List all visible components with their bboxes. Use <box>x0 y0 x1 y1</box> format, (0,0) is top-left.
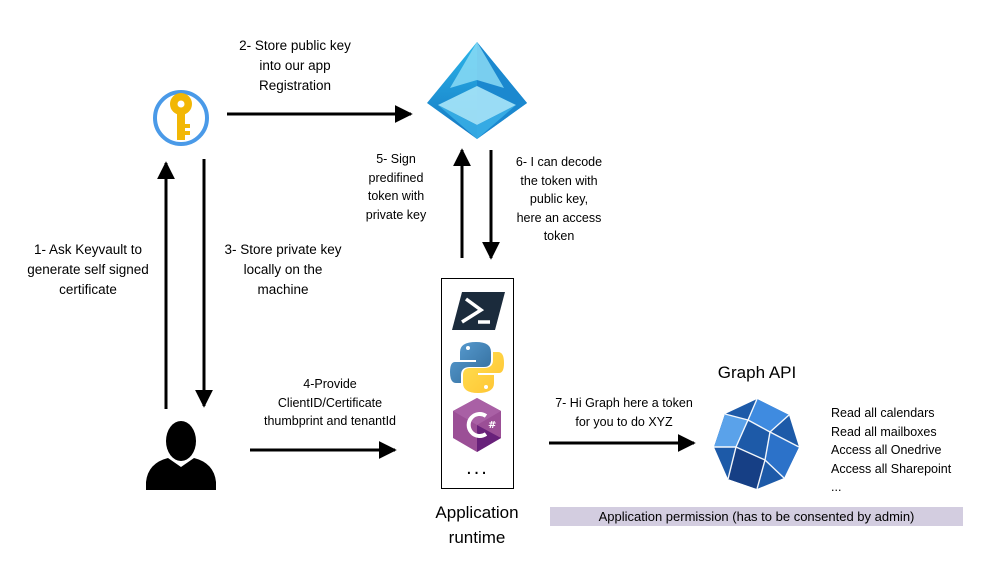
permission-banner: Application permission (has to be consen… <box>550 507 963 526</box>
application-runtime-box <box>441 278 514 489</box>
permission-item: Read all mailboxes <box>831 424 937 439</box>
user-icon <box>146 421 216 490</box>
permission-list: Read all calendars Read all mailboxes Ac… <box>831 404 951 497</box>
azure-ad-icon <box>427 42 527 139</box>
python-icon <box>450 342 504 393</box>
graph-api-title: Graph API <box>717 363 797 382</box>
runtime-ellipsis: ... <box>466 457 489 479</box>
keyvault-icon <box>153 90 209 146</box>
powershell-icon <box>452 292 505 330</box>
permission-item: Read all calendars <box>831 406 935 420</box>
permission-item: Access all Onedrive <box>831 443 942 457</box>
permission-item: ... <box>831 480 842 494</box>
permission-item: Access all Sharepoint <box>831 461 952 476</box>
graph-api-icon <box>714 398 800 490</box>
svg-text:#: # <box>488 420 496 431</box>
csharp-icon: # <box>453 398 501 452</box>
